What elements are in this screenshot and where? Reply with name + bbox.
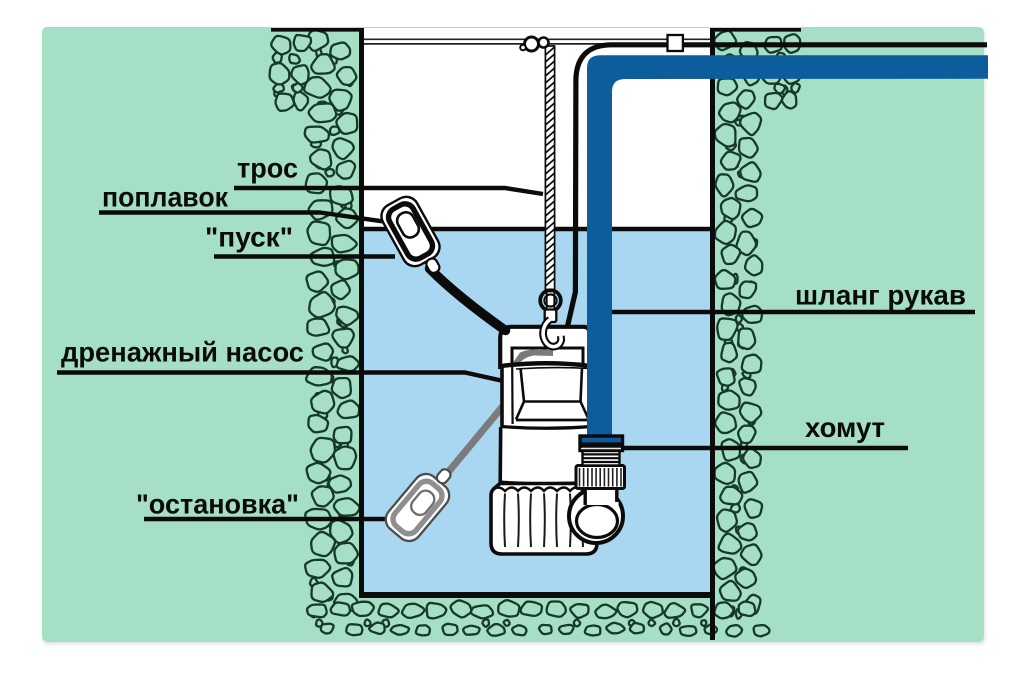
svg-text:дренажный насос: дренажный насос [61,337,304,368]
svg-text:шланг рукав: шланг рукав [795,280,966,311]
svg-text:поплавок: поплавок [102,182,228,213]
svg-text:хомут: хомут [805,412,885,443]
svg-text:"пуск": "пуск" [205,222,293,253]
svg-text:трос: трос [237,153,298,184]
svg-text:"остановка": "остановка" [136,489,299,520]
